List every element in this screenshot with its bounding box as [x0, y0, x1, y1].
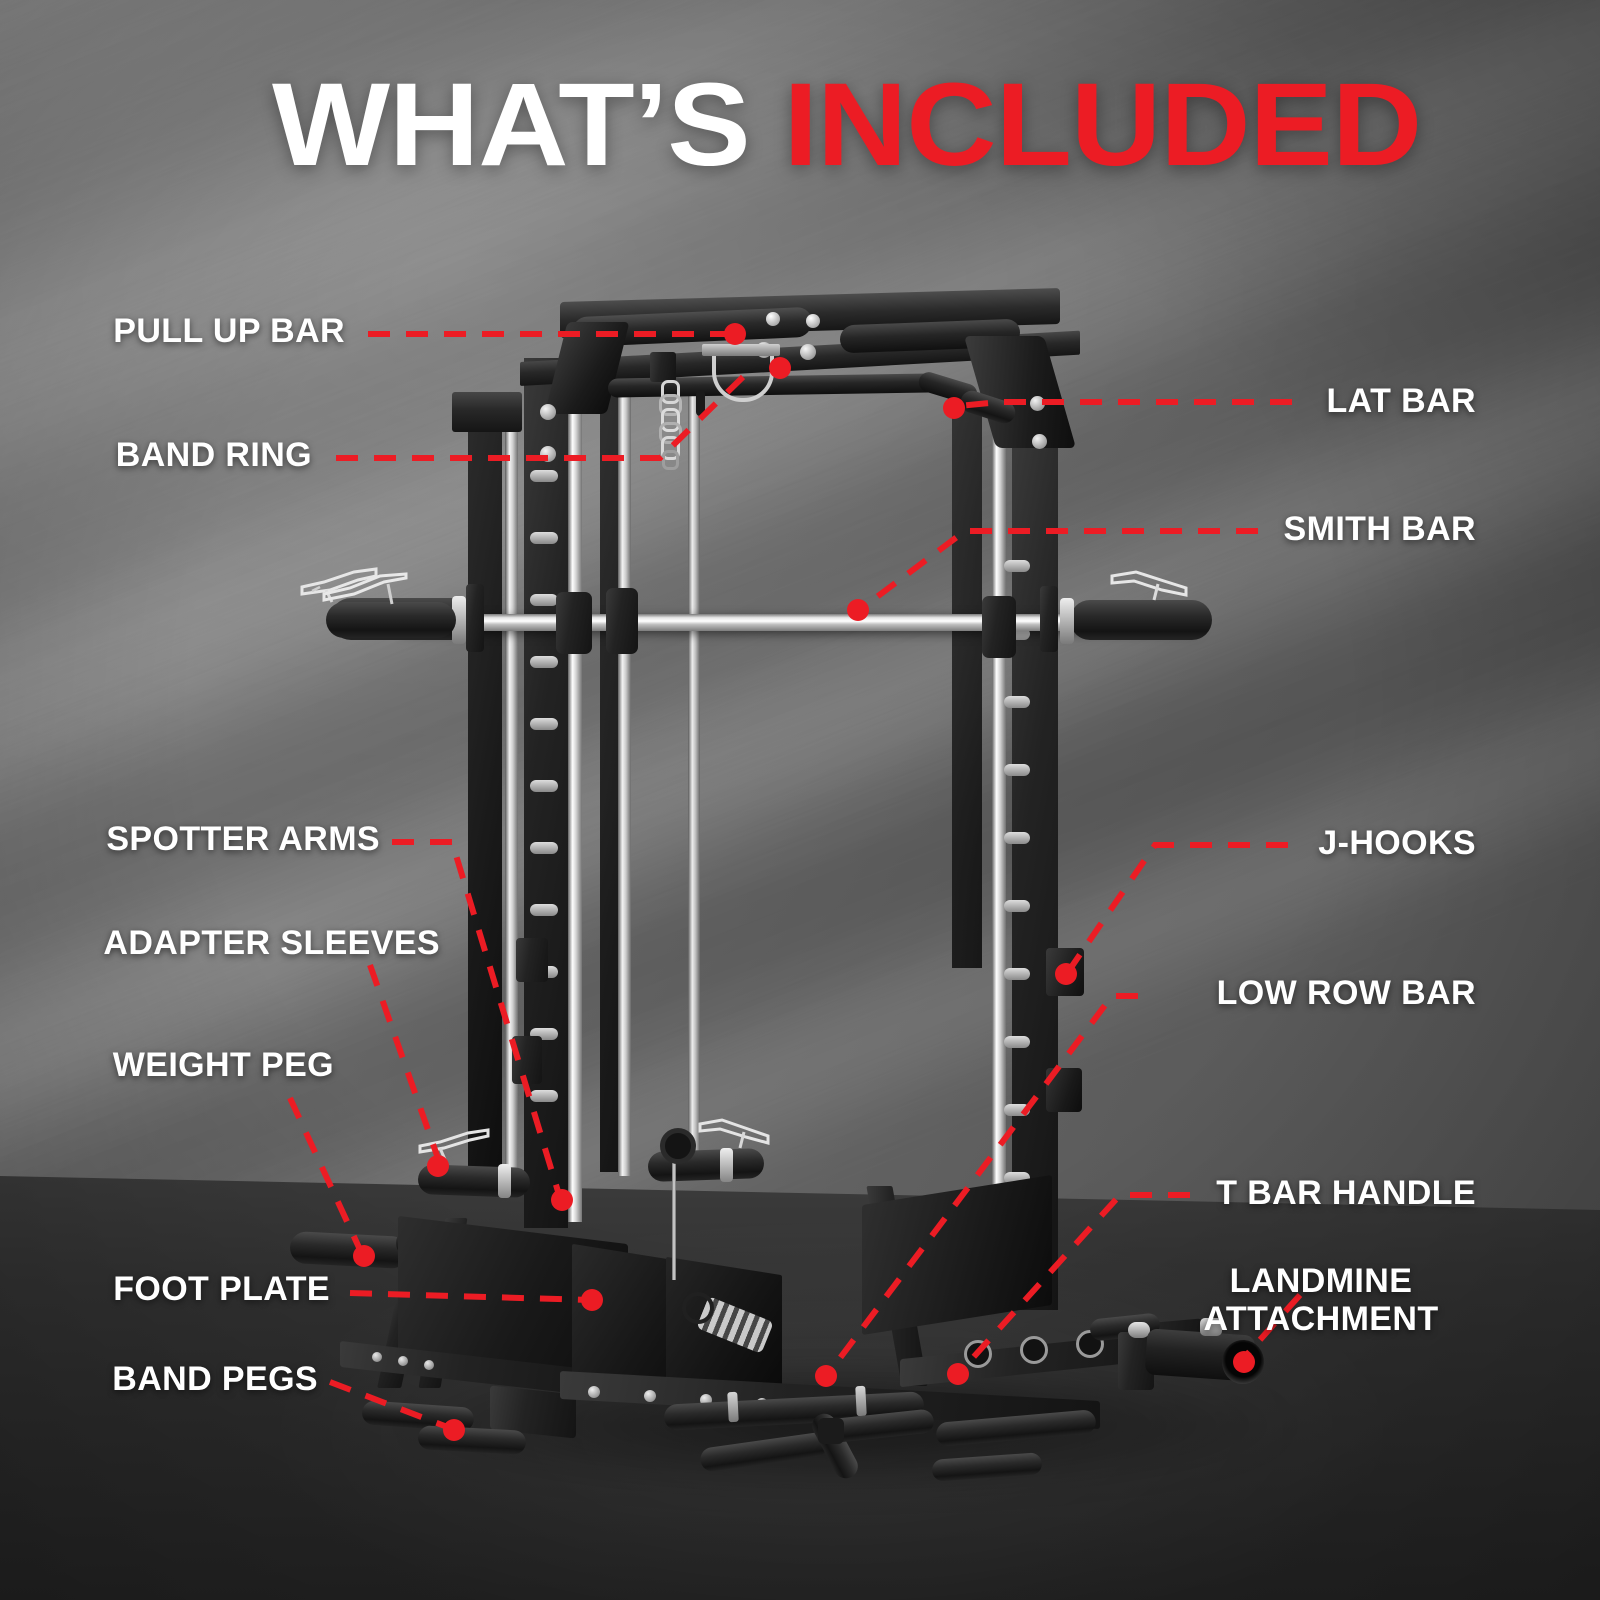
base-bolt-left-2 — [398, 1356, 408, 1366]
t-bar-handle-joint — [818, 1418, 844, 1444]
top-bracket-left — [452, 392, 522, 432]
page-title-part2: INCLUDED — [783, 59, 1422, 191]
j-hook-lower-left — [418, 1128, 490, 1163]
label-adapter-sleeves-text: ADAPTER SLEEVES — [103, 924, 440, 962]
chain — [658, 380, 682, 470]
low-row-bar-collar-left — [727, 1391, 739, 1423]
adapter-sleeve-left — [326, 602, 456, 638]
label-foot-plate-text: FOOT PLATE — [113, 1270, 330, 1308]
foot-peg-bottom-left — [931, 1452, 1043, 1482]
landmine-knob — [1200, 1318, 1222, 1336]
label-band-pegs-text: BAND PEGS — [112, 1360, 318, 1398]
upright-bolt-left-1 — [540, 404, 556, 420]
label-landmine-line1: LANDMINE — [1229, 1262, 1413, 1300]
smith-bar-hook-left — [466, 584, 484, 652]
label-j-hooks-text: J-HOOKS — [1318, 824, 1476, 862]
label-t-bar-handle-text: T BAR HANDLE — [1216, 1174, 1476, 1212]
smith-bar-collar-right — [1060, 598, 1074, 644]
spotter-arm-collar-right — [720, 1148, 733, 1182]
label-low-row-bar: LOW ROW BAR — [1000, 974, 1476, 1013]
cable-center — [672, 1150, 676, 1280]
page-title: WHAT’S INCLUDED — [272, 66, 1422, 184]
j-hook-upper-right — [1110, 570, 1188, 601]
spotter-arm-collar-left — [498, 1164, 511, 1198]
smith-bar-carriage-left — [556, 592, 592, 654]
j-hook-lower-right — [698, 1118, 770, 1149]
label-foot-plate: FOOT PLATE — [0, 1270, 330, 1309]
band-peg-hole-right-1 — [964, 1340, 992, 1368]
spring-collar-clip-left — [322, 572, 408, 605]
label-smith-bar: SMITH BAR — [1000, 510, 1476, 549]
label-adapter-sleeves: ADAPTER SLEEVES — [0, 924, 440, 963]
center-base-bolt-1 — [588, 1386, 600, 1398]
label-t-bar-handle: T BAR HANDLE — [1000, 1174, 1476, 1213]
guide-rail-center-2 — [688, 378, 700, 1168]
label-weight-peg-text: WEIGHT PEG — [112, 1046, 334, 1084]
top-bolt-6 — [1032, 434, 1047, 449]
label-lat-bar: LAT BAR — [1020, 382, 1476, 421]
label-smith-bar-text: SMITH BAR — [1283, 510, 1476, 548]
chain-bracket — [650, 352, 676, 382]
smith-bar-carriage-right — [982, 596, 1016, 658]
adapter-sleeve-bracket-left-lower — [516, 938, 548, 982]
base-bolt-left-1 — [372, 1352, 382, 1362]
smith-bar-carriage-center — [606, 588, 638, 654]
hole-peg-column-left — [524, 470, 568, 1210]
upright-left-rear — [468, 392, 502, 1182]
top-bolt-4 — [800, 344, 816, 360]
upright-bolt-left-2 — [540, 446, 556, 462]
label-band-ring-text: BAND RING — [115, 436, 312, 474]
smith-bar-hook-right — [1040, 586, 1058, 652]
smith-bar-collar-left — [452, 596, 466, 644]
label-lat-bar-text: LAT BAR — [1326, 382, 1476, 420]
band-peg-2 — [417, 1425, 527, 1455]
center-base-bolt-2 — [644, 1390, 656, 1402]
label-landmine-line2: ATTACHMENT — [1203, 1300, 1439, 1339]
label-pull-up-bar-text: PULL UP BAR — [113, 312, 345, 350]
band-peg-hole-right-2 — [1020, 1336, 1048, 1364]
low-row-bar-collar-right — [855, 1385, 867, 1417]
label-band-ring: BAND RING — [0, 436, 312, 475]
adapter-sleeve-bracket-left-upper — [512, 1036, 542, 1084]
label-low-row-bar-text: LOW ROW BAR — [1216, 974, 1476, 1012]
label-landmine-attachment: LANDMINE ATTACHMENT — [1166, 1262, 1476, 1338]
base-bolt-left-3 — [424, 1360, 434, 1370]
label-band-pegs: BAND PEGS — [0, 1360, 318, 1399]
label-pull-up-bar: PULL UP BAR — [0, 312, 345, 351]
page-title-part1: WHAT’S — [272, 59, 784, 191]
j-hook-bracket-right-2 — [1046, 1068, 1082, 1112]
top-bolt-2 — [806, 314, 820, 328]
label-spotter-arms: SPOTTER ARMS — [0, 820, 380, 859]
guide-rail-left-front — [568, 362, 582, 1222]
band-ring-mount — [702, 344, 780, 356]
t-bar-handle-left-arm — [698, 1431, 830, 1473]
pulley-center — [660, 1128, 696, 1164]
spotter-arm-left — [417, 1164, 531, 1198]
top-bolt-1 — [766, 312, 780, 326]
label-spotter-arms-text: SPOTTER ARMS — [106, 820, 380, 858]
label-j-hooks: J-HOOKS — [1000, 824, 1476, 863]
upright-right-rear — [952, 408, 982, 968]
weight-peg-left — [289, 1230, 409, 1270]
label-weight-peg: WEIGHT PEG — [0, 1046, 334, 1085]
smith-bar-sleeve-right — [1070, 600, 1212, 640]
lat-bar-hook — [696, 390, 705, 416]
guide-rail-center — [618, 376, 631, 1176]
carabiner-center — [682, 1292, 714, 1324]
